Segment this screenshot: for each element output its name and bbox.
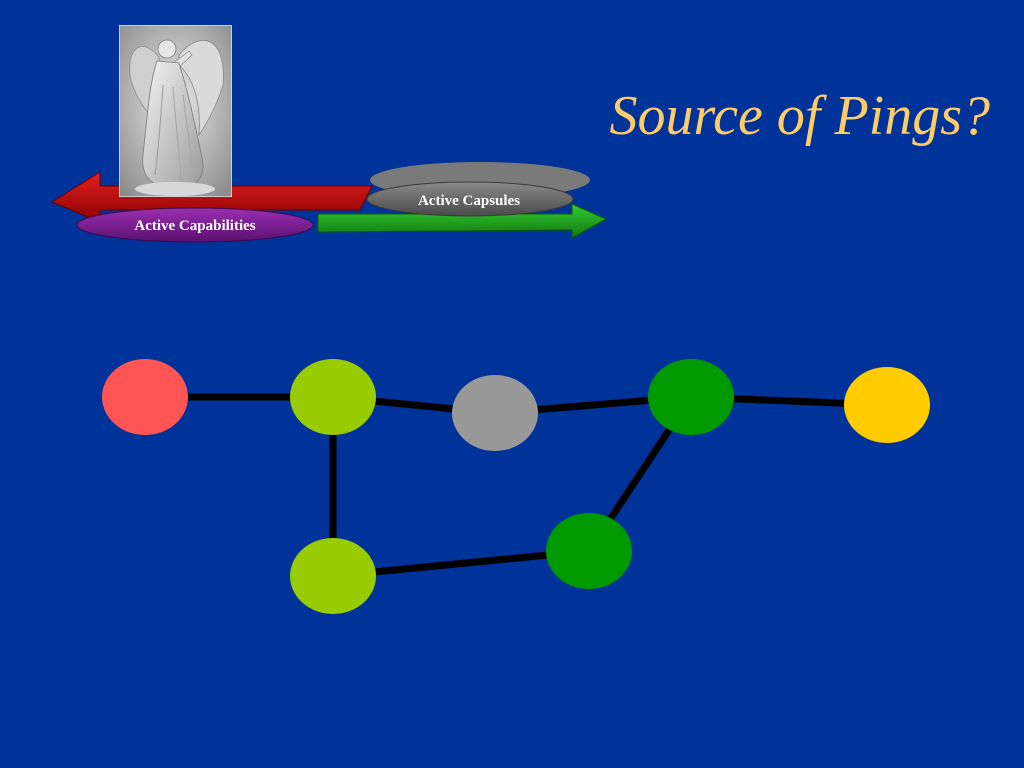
network-node-n7 [546,513,632,589]
capsules-pill-shape [366,162,590,217]
capsules-label: Active Capsules [418,193,520,209]
slide-title: Source of Pings? [609,85,990,147]
network-node-n1 [102,359,188,435]
network-node-n3 [452,375,538,451]
capabilities-pill-shape [76,207,314,243]
network-node-n2 [290,359,376,435]
network-node-n5 [844,367,930,443]
right-arrow-shape [317,203,608,239]
network-node-n4 [648,359,734,435]
left-arrow-shape [50,171,373,223]
angel-statue-icon [119,25,232,197]
network-node-n6 [290,538,376,614]
capabilities-label: Active Capabilities [134,218,255,234]
